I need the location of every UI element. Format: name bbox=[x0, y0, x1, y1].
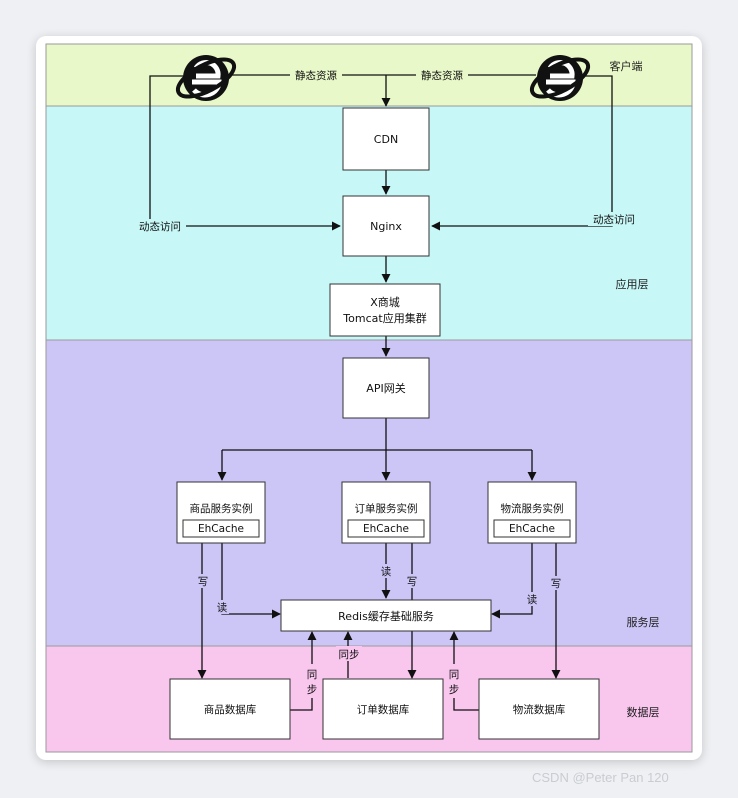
product-service-label: 商品服务实例 bbox=[190, 502, 253, 515]
order-ehcache-box bbox=[347, 519, 425, 538]
static-resource-label-left: 静态资源 bbox=[295, 69, 337, 82]
redis-label: Redis缓存基础服务 bbox=[338, 609, 434, 623]
csdn-watermark: CSDN @Peter Pan 120 bbox=[532, 770, 669, 785]
order-service-label: 订单服务实例 bbox=[355, 502, 418, 515]
tomcat-cluster-label: Tomcat应用集群 bbox=[342, 311, 426, 325]
logistics-db-node bbox=[478, 678, 600, 740]
x-mall-label: X商城 bbox=[370, 295, 400, 309]
tomcat-cluster-node bbox=[329, 283, 441, 337]
application-layer-label: 应用层 bbox=[616, 277, 649, 291]
dynamic-access-edge-right bbox=[431, 75, 613, 231]
order-db-node bbox=[322, 678, 444, 740]
product-ehcache-label: EhCache bbox=[198, 523, 244, 535]
product-db-sync-edge bbox=[290, 631, 317, 711]
order-write-label: 写 bbox=[407, 576, 418, 588]
order-ehcache-label: EhCache bbox=[363, 523, 409, 535]
logistics-db-sync-edge bbox=[449, 631, 480, 711]
logistics-db-label: 物流数据库 bbox=[513, 703, 566, 716]
logistics-write-label: 写 bbox=[551, 578, 562, 590]
service-layer-label: 服务层 bbox=[627, 616, 660, 629]
internet-explorer-icon bbox=[529, 55, 591, 101]
logistics-service-label: 物流服务实例 bbox=[501, 502, 564, 515]
cdn-node bbox=[342, 107, 430, 171]
data-layer-label: 数据层 bbox=[627, 705, 660, 719]
logistics-read-edge bbox=[491, 543, 533, 619]
static-resource-label-right: 静态资源 bbox=[421, 69, 463, 82]
logistics-ehcache-label: EhCache bbox=[509, 523, 555, 535]
api-gateway-label: API网关 bbox=[366, 381, 405, 395]
nginx-node bbox=[342, 195, 430, 257]
cdn-label: CDN bbox=[374, 133, 398, 146]
nginx-label: Nginx bbox=[370, 220, 402, 233]
product-ehcache-box bbox=[182, 519, 260, 538]
logistics-read-label: 读 bbox=[527, 593, 538, 606]
order-db-label: 订单数据库 bbox=[357, 703, 410, 716]
redis-node bbox=[280, 599, 492, 632]
product-db-node bbox=[169, 678, 291, 740]
order-sync-label: 同步 bbox=[339, 649, 360, 661]
api-gateway-node bbox=[342, 357, 430, 419]
client-layer-label: 客户端 bbox=[610, 59, 643, 73]
product-write-label: 写 bbox=[198, 576, 209, 588]
internet-explorer-icon bbox=[175, 55, 237, 101]
dynamic-access-label-left: 动态访问 bbox=[139, 220, 181, 233]
product-read-label: 读 bbox=[217, 601, 228, 614]
logistics-sync-label: 同步 bbox=[449, 669, 460, 696]
product-db-label: 商品数据库 bbox=[204, 703, 257, 716]
dynamic-access-label-right: 动态访问 bbox=[593, 213, 635, 226]
order-read-label: 读 bbox=[381, 565, 392, 578]
product-sync-label: 同步 bbox=[307, 669, 318, 696]
dynamic-access-edge-left bbox=[149, 75, 341, 231]
logistics-ehcache-box bbox=[493, 519, 571, 538]
